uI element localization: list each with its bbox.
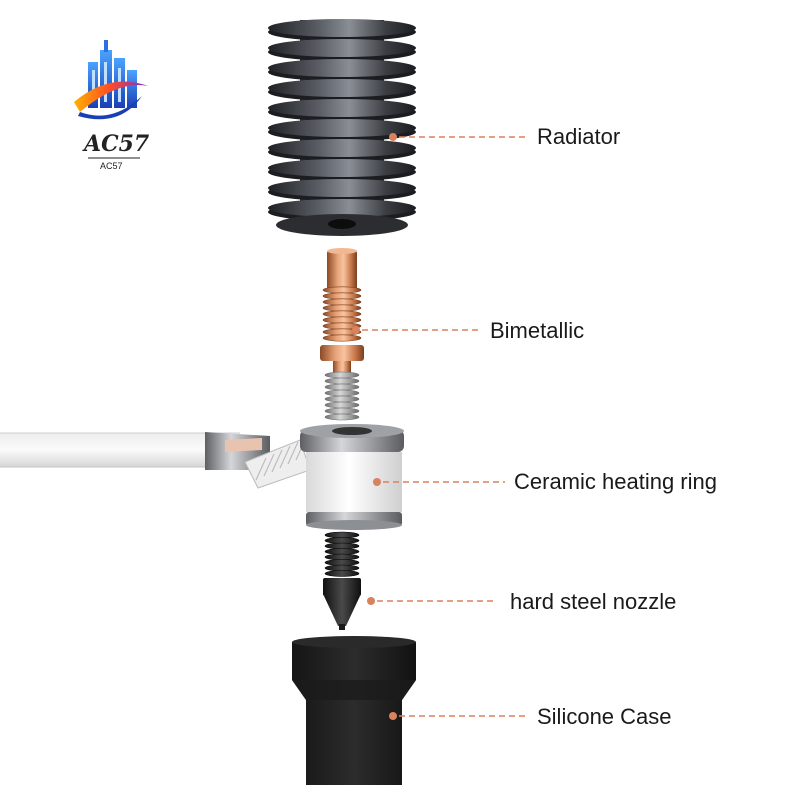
leader-line [389, 712, 525, 720]
heater-cable [0, 432, 311, 489]
label-silicone-case: Silicone Case [537, 704, 672, 729]
hard-steel-nozzle-part [323, 531, 361, 630]
label-bimetallic: Bimetallic [490, 318, 585, 343]
logo-subtext: AC57 [100, 161, 123, 171]
ceramic-heating-ring-part [300, 424, 404, 530]
radiator-part [268, 19, 416, 236]
leader-line [367, 597, 497, 605]
label-hard-steel-nozzle: hard steel nozzle [510, 589, 677, 614]
leader-line [352, 326, 482, 334]
silicone-case-part [292, 636, 416, 785]
bimetallic-part [320, 248, 364, 421]
leader-line [389, 133, 525, 141]
leader-line [373, 478, 505, 486]
label-radiator: Radiator [537, 124, 621, 149]
logo-text: AC57 [84, 131, 150, 157]
brand-logo [74, 40, 148, 159]
label-ceramic-heating-ring: Ceramic heating ring [514, 469, 717, 494]
leader-lines [352, 133, 525, 720]
